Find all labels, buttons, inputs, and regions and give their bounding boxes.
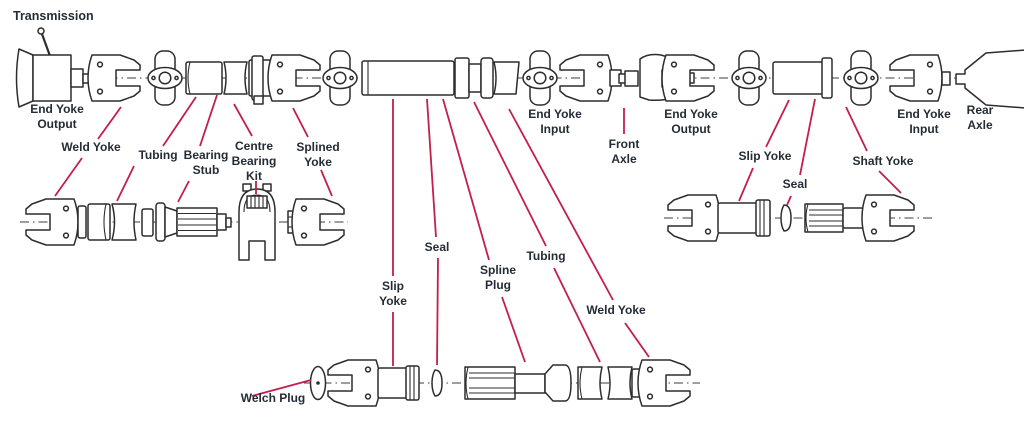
leader-tubing-front-top: [162, 96, 197, 147]
rear-driveline-assembly: [661, 49, 1024, 109]
label-splined-yoke: Splined Yoke: [296, 140, 340, 169]
leader-seal-centre-top: [426, 98, 437, 238]
tubing-front-part: [185, 61, 223, 95]
leader-seal-centre-bottom: [436, 257, 439, 366]
label-end-yoke-output-rear: End Yoke Output: [664, 107, 718, 136]
exploded-tubing-front-2: [111, 203, 137, 241]
exploded-slip-yoke-centre: [328, 360, 420, 406]
slip-collar-part: [821, 57, 833, 99]
label-front-axle: Front Axle: [608, 137, 640, 166]
exploded-weld-yoke-front: [26, 199, 87, 245]
label-end-yoke-input-rear: End Yoke Input: [897, 107, 951, 136]
leader-spline-plug-bottom: [501, 296, 526, 363]
exploded-shaft-yoke: [804, 194, 915, 242]
leader-centre-bearing-kit-top: [233, 103, 253, 137]
short-tube-part: [493, 61, 520, 95]
label-end-yoke-input-front: End Yoke Input: [528, 107, 582, 136]
front-driveline-assembly: [15, 27, 695, 108]
leader-weld-yoke-centre-bottom: [624, 322, 650, 358]
exploded-tubing-centre: [577, 366, 633, 400]
exploded-splined-yoke: [287, 198, 345, 246]
exploded-tubing-front-1: [87, 203, 111, 241]
ujoint-icon: [522, 50, 558, 106]
slip-tube-part: [772, 61, 824, 95]
ujoint-icon: [843, 50, 879, 106]
rear-axle-part: [955, 49, 1024, 109]
label-centre-bearing-kit: Centre Bearing Kit: [231, 139, 277, 183]
label-shaft-yoke: Shaft Yoke: [852, 154, 914, 168]
label-tubing-front: Tubing: [138, 148, 178, 162]
slip-collar-part: [454, 57, 470, 99]
main-tube-part: [361, 60, 455, 96]
gear-lever-icon: [40, 33, 52, 57]
exploded-centre-bearing-kit: [238, 183, 276, 261]
label-slip-yoke-centre: Slip Yoke: [379, 279, 407, 308]
slip-collar-part: [480, 57, 494, 99]
leader-weld-yoke-front-top: [97, 106, 122, 140]
leader-slip-yoke-rear-bottom: [738, 167, 754, 202]
exploded-welch-plug: [309, 365, 327, 401]
exploded-front-shaft-parts: [26, 183, 345, 261]
label-bearing-stub: Bearing Stub: [183, 148, 229, 177]
end-yoke-input-rear-part: [890, 55, 942, 101]
leader-tubing-front-bottom: [116, 165, 135, 202]
leader-bearing-stub-top: [199, 94, 218, 147]
leader-weld-yoke-front-bottom: [54, 157, 83, 197]
label-weld-yoke-centre: Weld Yoke: [586, 303, 646, 317]
exploded-rear-shaft-parts: [668, 194, 915, 242]
yoke-stub-part: [941, 71, 951, 86]
label-seal-rear: Seal: [782, 177, 808, 191]
exploded-seal-rear: [780, 204, 792, 232]
exploded-spline-plug: [464, 364, 572, 402]
leader-splined-yoke-bottom: [320, 169, 333, 197]
leader-splined-yoke-top: [292, 107, 309, 138]
label-tubing-centre: Tubing: [526, 249, 566, 263]
tubing-front-part-2: [223, 61, 248, 95]
label-rear-axle: Rear Axle: [966, 103, 994, 132]
exploded-slip-yoke-rear: [668, 195, 771, 241]
transmission-part: [15, 27, 91, 108]
ujoint-icon: [322, 50, 358, 106]
leader-weld-yoke-centre-top: [508, 108, 614, 301]
leader-seal-rear-bottom: [786, 195, 792, 206]
label-transmission: Transmission: [13, 9, 94, 23]
leader-bearing-stub-bottom: [177, 180, 190, 203]
leader-slip-yoke-rear-top: [765, 99, 790, 148]
exploded-bearing-stub: [141, 202, 232, 242]
leader-shaft-yoke-top: [845, 106, 868, 152]
exploded-centre-shaft-parts: [309, 359, 691, 407]
end-yoke-input-front-part: [560, 55, 612, 101]
label-weld-yoke-front: Weld Yoke: [61, 140, 121, 154]
leader-lines: [54, 94, 902, 397]
label-end-yoke-output-front: End Yoke Output: [30, 102, 84, 131]
leader-seal-rear-top: [799, 98, 816, 176]
label-slip-yoke-rear: Slip Yoke: [738, 149, 792, 163]
ujoint-icon: [731, 50, 767, 106]
slip-collar-part: [468, 63, 482, 93]
leader-shaft-yoke-bottom: [878, 170, 902, 194]
label-welch-plug: Welch Plug: [240, 391, 306, 405]
leader-welch-plug: [251, 379, 312, 397]
exploded-weld-yoke-centre: [631, 359, 691, 407]
ujoint-icon: [147, 50, 183, 106]
leader-tubing-centre-top: [473, 101, 547, 247]
leader-spline-plug-top: [442, 98, 490, 261]
label-spline-plug: Spline Plug: [479, 263, 517, 292]
label-seal-centre: Seal: [424, 240, 450, 254]
leader-tubing-centre-bottom: [553, 267, 601, 363]
exploded-seal-centre: [431, 369, 443, 397]
